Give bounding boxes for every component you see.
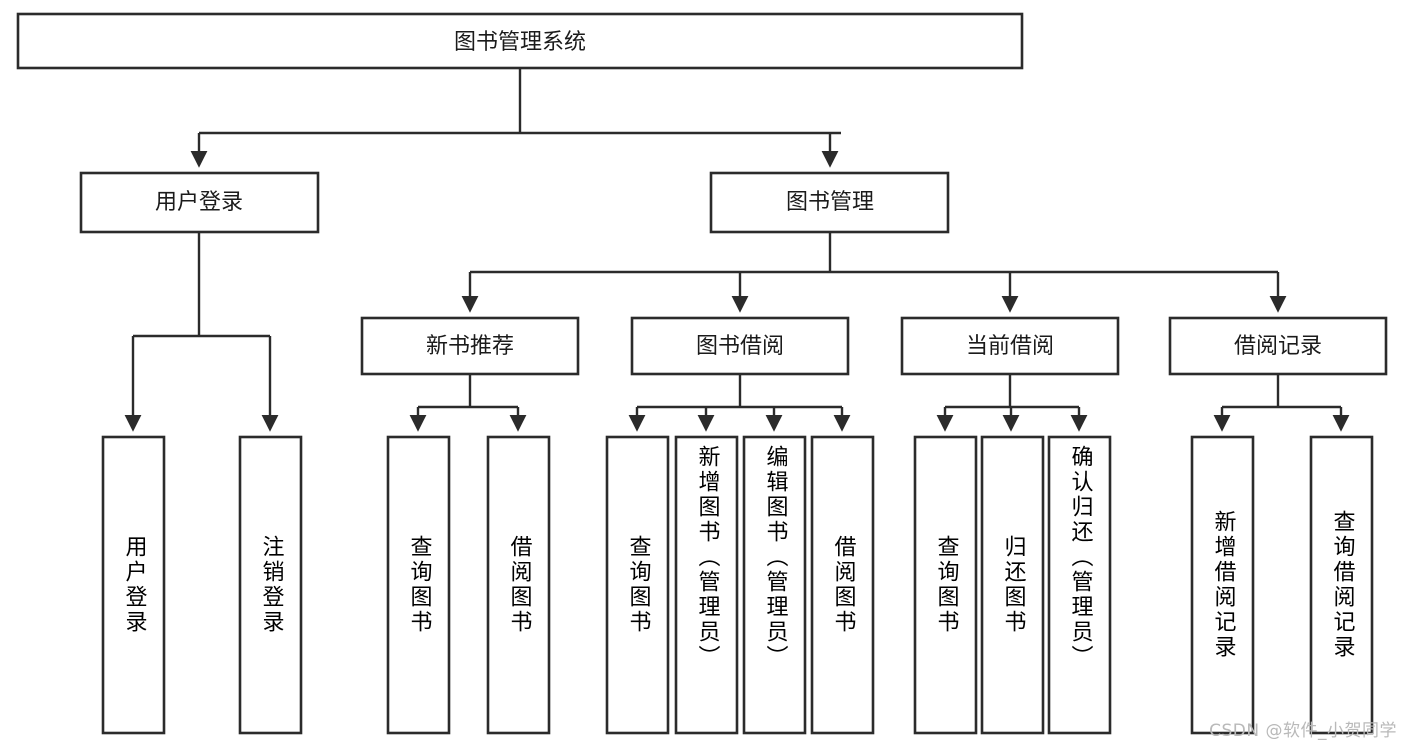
node-leaf-borrow-query-book-label: 查询图书 <box>625 535 651 635</box>
node-leaf-recommend-query-book-text: 查询图书 <box>388 437 449 733</box>
node-leaf-current-confirm-return-text: 确认归还（管理员） <box>1049 437 1110 733</box>
node-leaf-borrow-query-book[interactable] <box>605 435 670 735</box>
connector-userlogin-to-leaves <box>124 232 279 432</box>
node-leaf-record-add-label: 新增借阅记录 <box>1210 510 1236 660</box>
node-leaf-borrow-edit-book-label: 编辑图书（管理员） <box>762 445 788 670</box>
node-root-label: 图书管理系统 <box>454 30 586 55</box>
node-book-manage[interactable]: 图书管理 <box>709 171 950 234</box>
node-leaf-current-confirm-return-label: 确认归还（管理员） <box>1067 445 1093 670</box>
node-leaf-record-query-label: 查询借阅记录 <box>1329 510 1355 660</box>
node-leaf-record-add[interactable] <box>1190 435 1255 735</box>
node-leaf-current-confirm-return[interactable] <box>1047 435 1112 735</box>
node-leaf-record-add-text: 新增借阅记录 <box>1192 437 1253 733</box>
node-leaf-borrow-edit-book-text: 编辑图书（管理员） <box>744 437 805 733</box>
node-leaf-borrow-borrow-book[interactable] <box>810 435 875 735</box>
connector-recommend-to-leaves <box>409 374 527 432</box>
node-root[interactable]: 图书管理系统 <box>16 12 1024 70</box>
node-leaf-logout-label: 注销登录 <box>258 535 284 635</box>
node-leaf-recommend-query-book-label: 查询图书 <box>406 535 432 635</box>
node-leaf-recommend-borrow-book-text: 借阅图书 <box>488 437 549 733</box>
node-user-login-label: 用户登录 <box>155 190 243 215</box>
node-leaf-current-return-book[interactable] <box>980 435 1045 735</box>
node-leaf-user-login-text: 用户登录 <box>103 437 164 733</box>
node-borrow-record-label: 借阅记录 <box>1234 334 1322 359</box>
node-borrow-record[interactable]: 借阅记录 <box>1168 316 1388 376</box>
node-leaf-record-query-text: 查询借阅记录 <box>1311 437 1372 733</box>
node-leaf-current-return-book-text: 归还图书 <box>982 437 1043 733</box>
node-leaf-recommend-borrow-book[interactable] <box>486 435 551 735</box>
node-book-manage-label: 图书管理 <box>786 190 874 215</box>
node-leaf-user-login[interactable] <box>101 435 166 735</box>
node-user-login[interactable]: 用户登录 <box>79 171 320 234</box>
connector-record-to-leaves <box>1213 374 1350 432</box>
node-leaf-recommend-query-book[interactable] <box>386 435 451 735</box>
node-current-borrow-label: 当前借阅 <box>966 334 1054 359</box>
node-book-borrow[interactable]: 图书借阅 <box>630 316 850 376</box>
node-leaf-borrow-query-book-text: 查询图书 <box>607 437 668 733</box>
node-leaf-borrow-borrow-book-text: 借阅图书 <box>812 437 873 733</box>
connector-current-to-leaves <box>936 374 1088 432</box>
node-leaf-borrow-add-book-text: 新增图书（管理员） <box>676 437 737 733</box>
node-leaf-user-login-label: 用户登录 <box>121 535 147 635</box>
node-leaf-borrow-borrow-book-label: 借阅图书 <box>830 535 856 635</box>
node-book-borrow-label: 图书借阅 <box>696 334 784 359</box>
node-leaf-current-query-book-label: 查询图书 <box>933 535 959 635</box>
node-leaf-recommend-borrow-book-label: 借阅图书 <box>506 535 532 635</box>
node-new-book-recommend[interactable]: 新书推荐 <box>360 316 580 376</box>
node-leaf-borrow-add-book-label: 新增图书（管理员） <box>694 445 720 670</box>
connector-bookmanage-to-level3 <box>461 232 1287 313</box>
connector-borrow-to-leaves <box>628 374 851 432</box>
node-leaf-borrow-edit-book[interactable] <box>742 435 807 735</box>
node-current-borrow[interactable]: 当前借阅 <box>900 316 1120 376</box>
node-leaf-current-query-book-text: 查询图书 <box>915 437 976 733</box>
node-leaf-current-query-book[interactable] <box>913 435 978 735</box>
node-new-book-recommend-label: 新书推荐 <box>426 334 514 359</box>
connector-root-to-level2 <box>190 68 841 168</box>
node-leaf-borrow-add-book[interactable] <box>674 435 739 735</box>
node-leaf-current-return-book-label: 归还图书 <box>1000 535 1026 635</box>
node-leaf-logout[interactable] <box>238 435 303 735</box>
node-leaf-logout-text: 注销登录 <box>240 437 301 733</box>
node-leaf-record-query[interactable] <box>1309 435 1374 735</box>
